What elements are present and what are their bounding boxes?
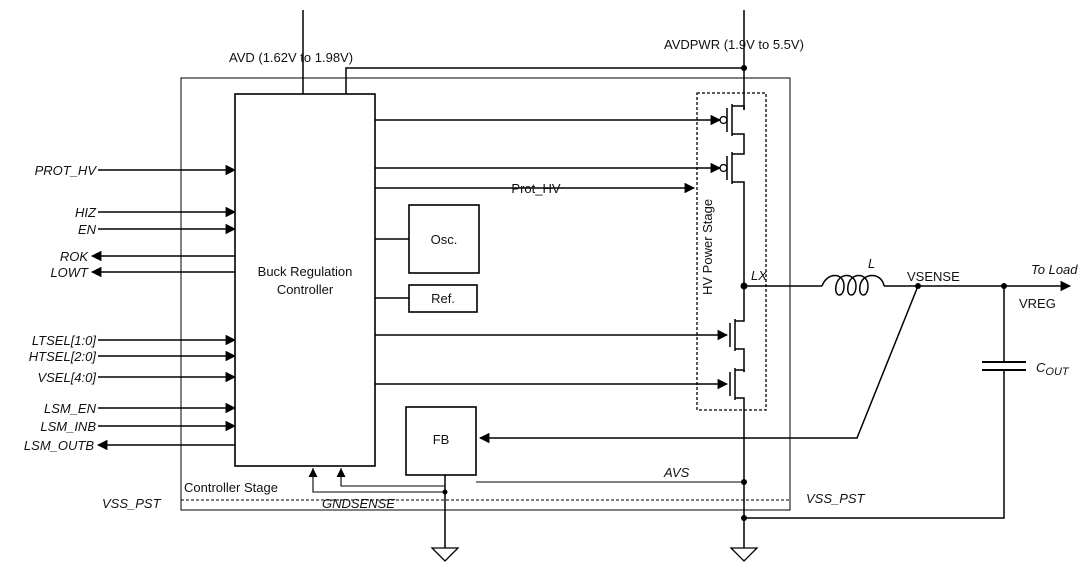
pin-lsm-outb: LSM_OUTB xyxy=(24,438,94,453)
high-side-pmos-1 xyxy=(719,104,745,150)
feedback-label: FB xyxy=(433,432,450,447)
ground-symbol-left xyxy=(430,547,460,562)
high-side-pmos-2 xyxy=(719,150,745,320)
pin-htsel: HTSEL[2:0] xyxy=(29,349,97,364)
avd-label: AVD (1.62V to 1.98V) xyxy=(229,50,353,65)
pin-lsm-inb: LSM_INB xyxy=(40,419,96,434)
oscillator-label: Osc. xyxy=(431,232,458,247)
low-side-nmos-1 xyxy=(729,319,745,372)
chip-boundary xyxy=(180,77,791,511)
oscillator-block xyxy=(408,204,480,274)
pin-prot-hv: PROT_HV xyxy=(35,163,98,178)
pin-en: EN xyxy=(78,222,97,237)
hv-power-stage-label: HV Power Stage xyxy=(700,199,715,295)
avdpwr-label: AVDPWR (1.9V to 5.5V) xyxy=(664,37,804,52)
controller-label-line2: Controller xyxy=(277,282,334,297)
hv-power-stage-block xyxy=(696,92,767,411)
pin-ltsel: LTSEL[1:0] xyxy=(32,333,96,348)
pin-lowt: LOWT xyxy=(50,265,89,280)
avs-label: AVS xyxy=(663,465,690,480)
inductor-label: L xyxy=(868,256,875,271)
prot-hv-internal-label: Prot_HV xyxy=(511,181,560,196)
gndsense-label: GNDSENSE xyxy=(322,496,395,511)
controller-label-line1: Buck Regulation xyxy=(258,264,353,279)
lx-label: LX xyxy=(751,268,768,283)
feedback-block xyxy=(405,406,477,476)
pin-hiz: HIZ xyxy=(75,205,97,220)
reference-label: Ref. xyxy=(431,291,455,306)
vreg-label: VREG xyxy=(1019,296,1056,311)
pin-rok: ROK xyxy=(60,249,90,264)
controller-stage-label: Controller Stage xyxy=(184,480,278,495)
reference-block xyxy=(408,284,478,313)
vss-pst-left-label: VSS_PST xyxy=(102,496,162,511)
pin-vsel: VSEL[4:0] xyxy=(37,370,96,385)
to-load-label: To Load xyxy=(1031,262,1078,277)
ground-symbol-right xyxy=(729,547,759,562)
cout-label: COUT xyxy=(1036,360,1070,378)
buck-regulation-controller-block xyxy=(234,93,376,467)
pin-lsm-en: LSM_EN xyxy=(44,401,97,416)
vsense-label: VSENSE xyxy=(907,269,960,284)
low-side-nmos-2 xyxy=(729,368,745,518)
vss-pst-right-label: VSS_PST xyxy=(806,491,866,506)
inductor-symbol xyxy=(821,274,885,296)
